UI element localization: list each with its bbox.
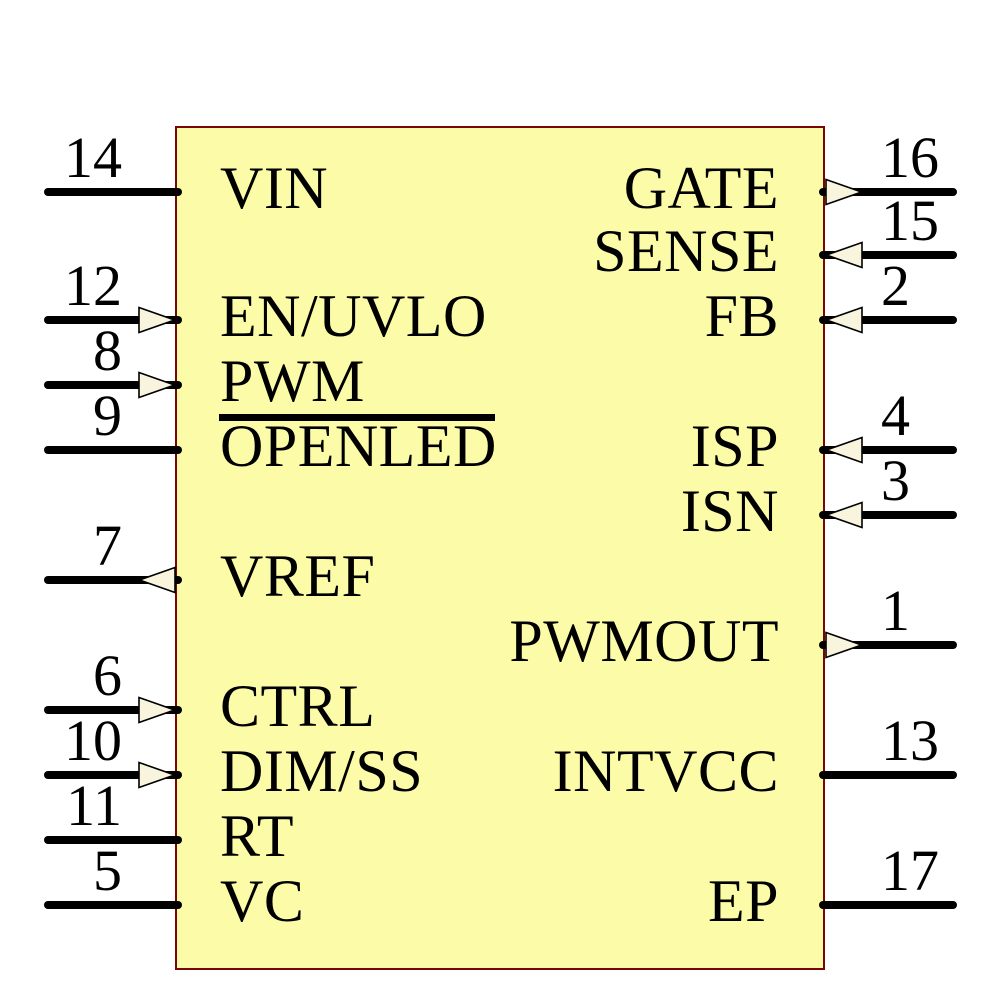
- pin-number: 5: [93, 838, 122, 903]
- pin-number: 14: [64, 125, 122, 190]
- pin-name-label: EN/UVLO: [220, 283, 487, 349]
- pin-number: 15: [881, 188, 939, 253]
- pin-wire[interactable]: [819, 901, 957, 909]
- pin-number: 7: [93, 513, 122, 578]
- pin-name-label: RT: [220, 803, 295, 869]
- pin-wire[interactable]: [819, 511, 957, 519]
- pin-name-label: SENSE: [593, 218, 779, 284]
- pin-number: 2: [881, 253, 910, 318]
- pin-wire[interactable]: [44, 576, 182, 584]
- pin-name-label: ISP: [690, 413, 779, 479]
- pin-number: 1: [881, 578, 910, 643]
- pin-wire[interactable]: [44, 381, 182, 389]
- pin-name-label: VIN: [220, 155, 329, 221]
- pin-wire[interactable]: [44, 316, 182, 324]
- pin-name-label: VREF: [220, 543, 376, 609]
- pin-name-label: ISN: [680, 478, 779, 544]
- pin-number: 6: [93, 643, 122, 708]
- pin-name-label: PWM: [220, 348, 365, 414]
- pin-name-label: EP: [707, 868, 779, 934]
- active-low-overbar: [219, 414, 495, 421]
- pin-name-label: GATE: [623, 155, 779, 221]
- pin-number: 3: [881, 448, 910, 513]
- pin-arrow-in-icon: [825, 306, 863, 334]
- pin-arrow-in-icon: [138, 371, 176, 399]
- pin-wire[interactable]: [44, 901, 182, 909]
- pin-arrow-in-icon: [138, 761, 176, 789]
- pin-name-label: DIM/SS: [220, 738, 424, 804]
- pin-arrow-out-icon: [825, 178, 863, 206]
- pin-arrow-in-icon: [138, 306, 176, 334]
- pin-arrow-out-icon: [825, 631, 863, 659]
- pin-number: 10: [64, 708, 122, 773]
- pin-wire[interactable]: [44, 446, 182, 454]
- pin-wire[interactable]: [44, 771, 182, 779]
- pin-name-label: INTVCC: [552, 738, 779, 804]
- pin-wire[interactable]: [819, 771, 957, 779]
- pin-wire[interactable]: [44, 836, 182, 844]
- pin-wire[interactable]: [819, 251, 957, 259]
- pin-arrow-in-icon: [138, 696, 176, 724]
- pin-number: 17: [881, 838, 939, 903]
- pin-number: 4: [881, 383, 910, 448]
- pin-number: 11: [66, 773, 122, 838]
- pin-wire[interactable]: [819, 316, 957, 324]
- pin-name-label: PWMOUT: [509, 608, 779, 674]
- pin-wire[interactable]: [44, 706, 182, 714]
- pin-number: 16: [881, 125, 939, 190]
- pin-number: 8: [93, 318, 122, 383]
- pin-wire[interactable]: [819, 446, 957, 454]
- pin-arrow-in-icon: [825, 436, 863, 464]
- pin-name-label: CTRL: [220, 673, 376, 739]
- pin-wire[interactable]: [44, 188, 182, 196]
- pin-arrow-in-icon: [825, 241, 863, 269]
- pin-number: 13: [881, 708, 939, 773]
- pin-arrow-out-icon: [138, 566, 176, 594]
- pin-wire[interactable]: [819, 188, 957, 196]
- pin-number: 12: [64, 253, 122, 318]
- pin-number: 9: [93, 383, 122, 448]
- pin-arrow-in-icon: [825, 501, 863, 529]
- pin-name-label: VC: [220, 868, 305, 934]
- pin-name-label: OPENLED: [220, 413, 497, 479]
- pin-name-label: FB: [704, 283, 779, 349]
- pin-wire[interactable]: [819, 641, 957, 649]
- ic-symbol-body[interactable]: [175, 126, 825, 970]
